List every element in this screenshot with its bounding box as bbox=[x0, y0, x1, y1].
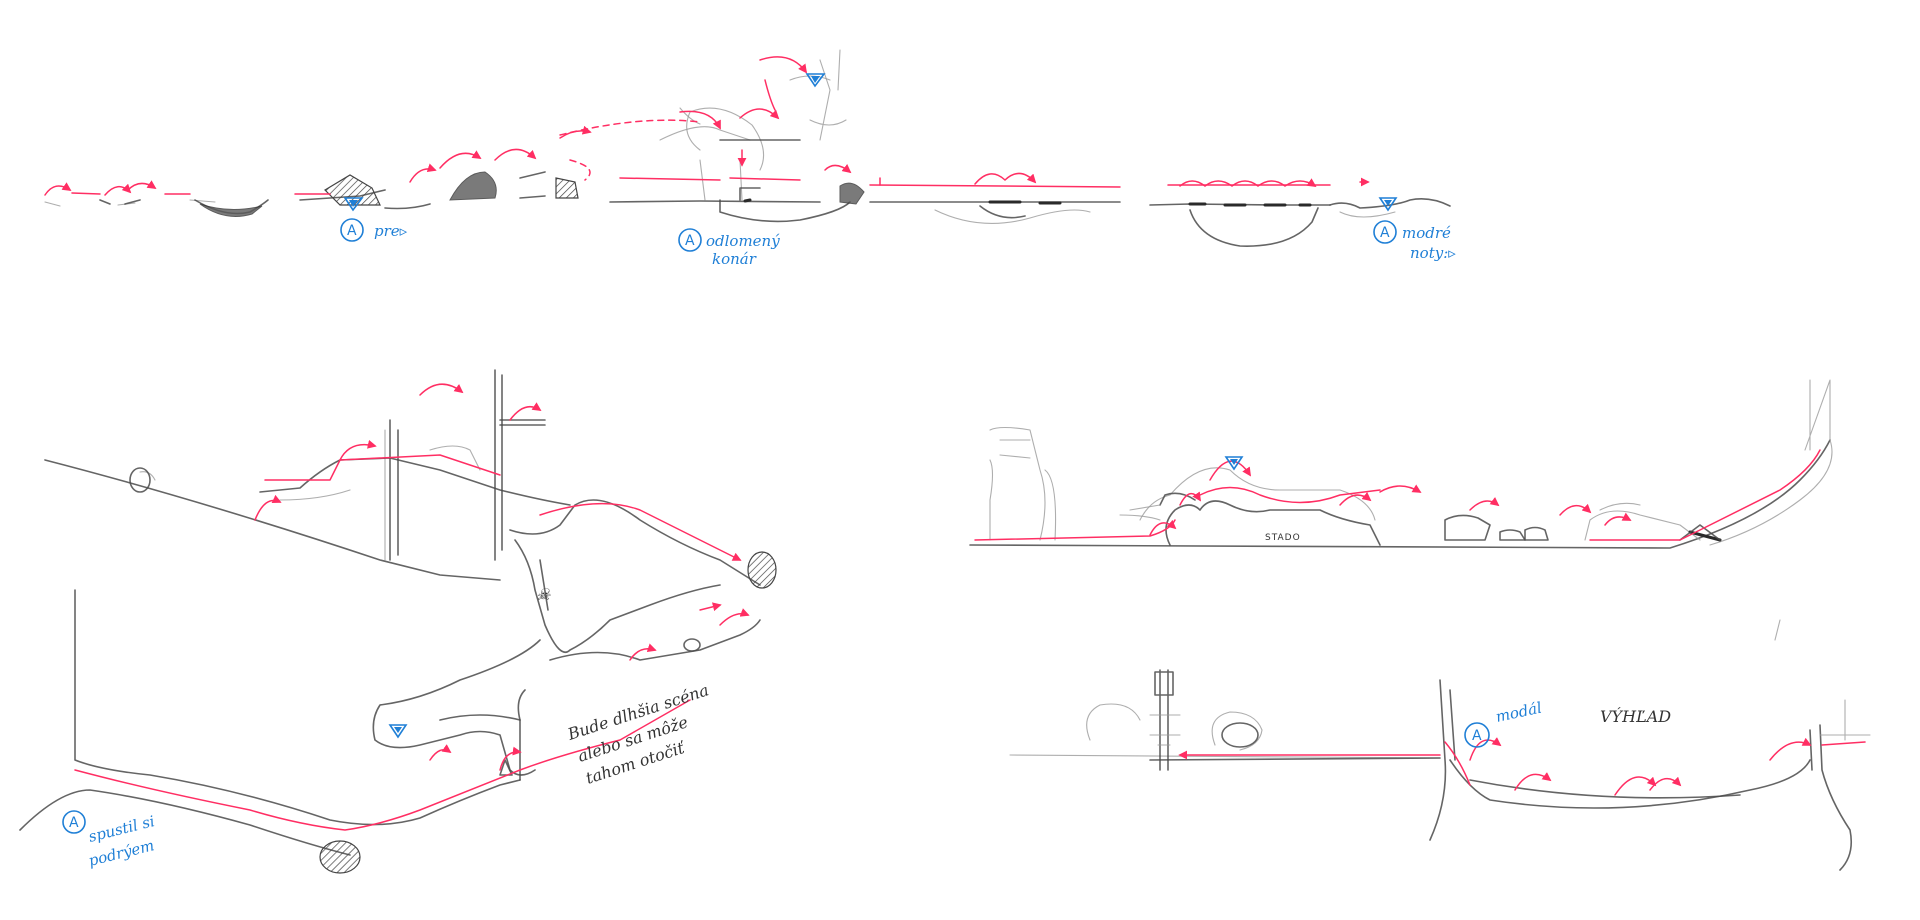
annotation-modal: A modál bbox=[1465, 699, 1544, 747]
label-view: VÝHĽAD bbox=[1600, 706, 1671, 726]
skull-mark: ☠ bbox=[536, 585, 551, 604]
a-marker-text: A bbox=[685, 233, 695, 249]
a-marker-text: A bbox=[69, 815, 79, 831]
note-modal: modál bbox=[1494, 699, 1544, 726]
a-marker-text: A bbox=[347, 223, 357, 239]
annotation-long-scene: Bude dlhšia scéna alebo sa môže tahom ot… bbox=[564, 680, 711, 787]
annotation-slide: A spustil si podrýem bbox=[63, 811, 157, 870]
cave-level-sketch: ☠ Bude dlhšia scéna bbox=[20, 370, 776, 873]
annotation-branch: A odlomený konár bbox=[679, 229, 780, 268]
note-blue-line1: modré bbox=[1402, 224, 1451, 242]
annotation-pre: A pre▹ bbox=[341, 219, 408, 241]
blue-triangle-icon bbox=[390, 725, 406, 737]
top-level-strip: A pre▹ A odlomený konár A modré noty:▹ bbox=[45, 50, 1456, 268]
annotation-blue-notes: A modré noty:▹ bbox=[1374, 221, 1456, 262]
note-branch-line2: konár bbox=[712, 250, 757, 268]
herd-level-sketch: STADO bbox=[970, 380, 1832, 548]
a-marker-text: A bbox=[1472, 728, 1482, 744]
note-blue-line2: noty:▹ bbox=[1410, 244, 1456, 262]
view-level-sketch: VÝHĽAD A modál bbox=[1010, 620, 1870, 870]
label-herd: STADO bbox=[1265, 533, 1301, 543]
a-marker-text: A bbox=[1380, 225, 1390, 241]
note-branch-line1: odlomený bbox=[706, 232, 780, 250]
note-pre: pre▹ bbox=[374, 222, 408, 240]
